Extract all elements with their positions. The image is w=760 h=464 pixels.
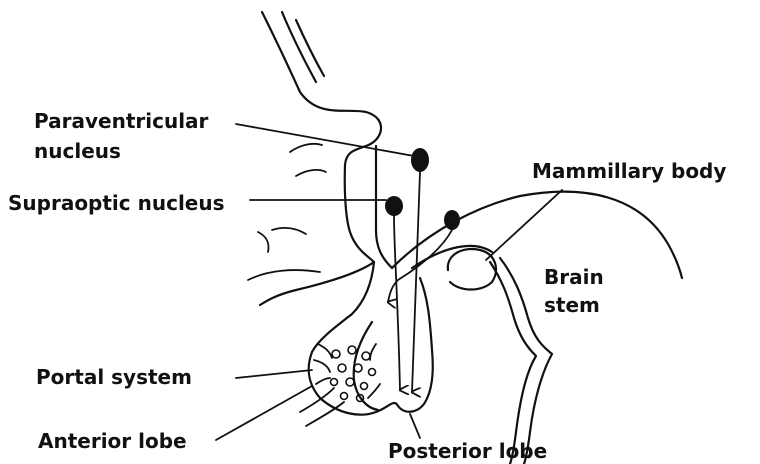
- portal-system-network: [314, 344, 380, 402]
- hypothalamus-outline: [248, 12, 392, 305]
- third-nucleus-dot: [444, 210, 460, 230]
- leader-lines: [216, 124, 562, 440]
- label-supraoptic-nucleus: Supraoptic nucleus: [8, 191, 225, 215]
- brain-stem: [490, 258, 552, 464]
- label-portal-system: Portal system: [36, 365, 192, 389]
- supraoptic-nucleus-dot: [385, 196, 403, 216]
- label-paraventricular-line2: nucleus: [34, 139, 121, 163]
- paraventricular-nucleus-dot: [411, 148, 429, 172]
- label-brain-stem-line1: Brain: [544, 265, 604, 289]
- label-mammillary-body: Mammillary body: [532, 159, 726, 183]
- diencephalon-arc: [392, 192, 682, 278]
- label-paraventricular-line1: Paraventricular: [34, 109, 209, 133]
- mammillary-body: [448, 249, 496, 290]
- label-brain-stem-line2: stem: [544, 293, 600, 317]
- label-anterior-lobe: Anterior lobe: [38, 429, 187, 453]
- label-posterior-lobe: Posterior lobe: [388, 439, 547, 463]
